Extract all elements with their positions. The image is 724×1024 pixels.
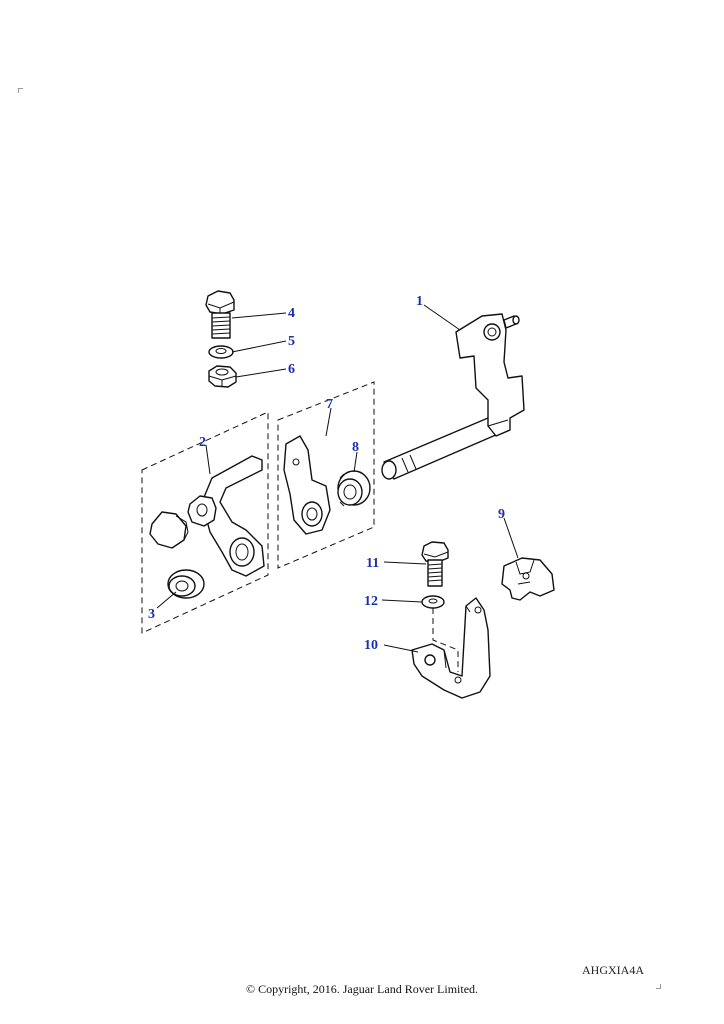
reference-code: AHGXIA4A <box>582 963 644 977</box>
part-grommet-3 <box>167 569 205 599</box>
callout-9: 9 <box>498 507 505 522</box>
part-washer-12 <box>421 595 445 609</box>
part-bolt-11 <box>421 541 449 587</box>
part-washer-5 <box>208 345 234 359</box>
callout-6: 6 <box>288 362 295 377</box>
callout-12: 12 <box>364 594 378 609</box>
part-shaft-lever-1 <box>381 313 525 480</box>
callout-7: 7 <box>326 397 333 412</box>
part-bush-8 <box>337 470 371 507</box>
callout-10: 10 <box>364 638 378 653</box>
group-box-7 <box>277 381 375 569</box>
part-bracket-10 <box>411 597 491 699</box>
crop-mark-top-left <box>18 88 23 93</box>
callout-1: 1 <box>416 294 423 309</box>
callout-8: 8 <box>352 440 359 455</box>
callout-2: 2 <box>199 435 206 450</box>
copyright-notice: © Copyright, 2016. Jaguar Land Rover Lim… <box>245 982 479 996</box>
part-bolt-4 <box>205 290 235 339</box>
part-clip-9 <box>501 557 555 601</box>
leader-lines <box>156 304 519 653</box>
group-box-2 <box>141 411 269 634</box>
callout-4: 4 <box>288 306 295 321</box>
part-plate-7 <box>283 435 331 535</box>
part-nut-6 <box>208 365 237 388</box>
part-lever-2 <box>187 455 265 577</box>
callout-3: 3 <box>148 607 155 622</box>
part-knob <box>149 511 189 549</box>
callout-5: 5 <box>288 334 295 349</box>
callout-11: 11 <box>366 556 379 571</box>
crop-mark-bottom-right <box>656 984 661 989</box>
